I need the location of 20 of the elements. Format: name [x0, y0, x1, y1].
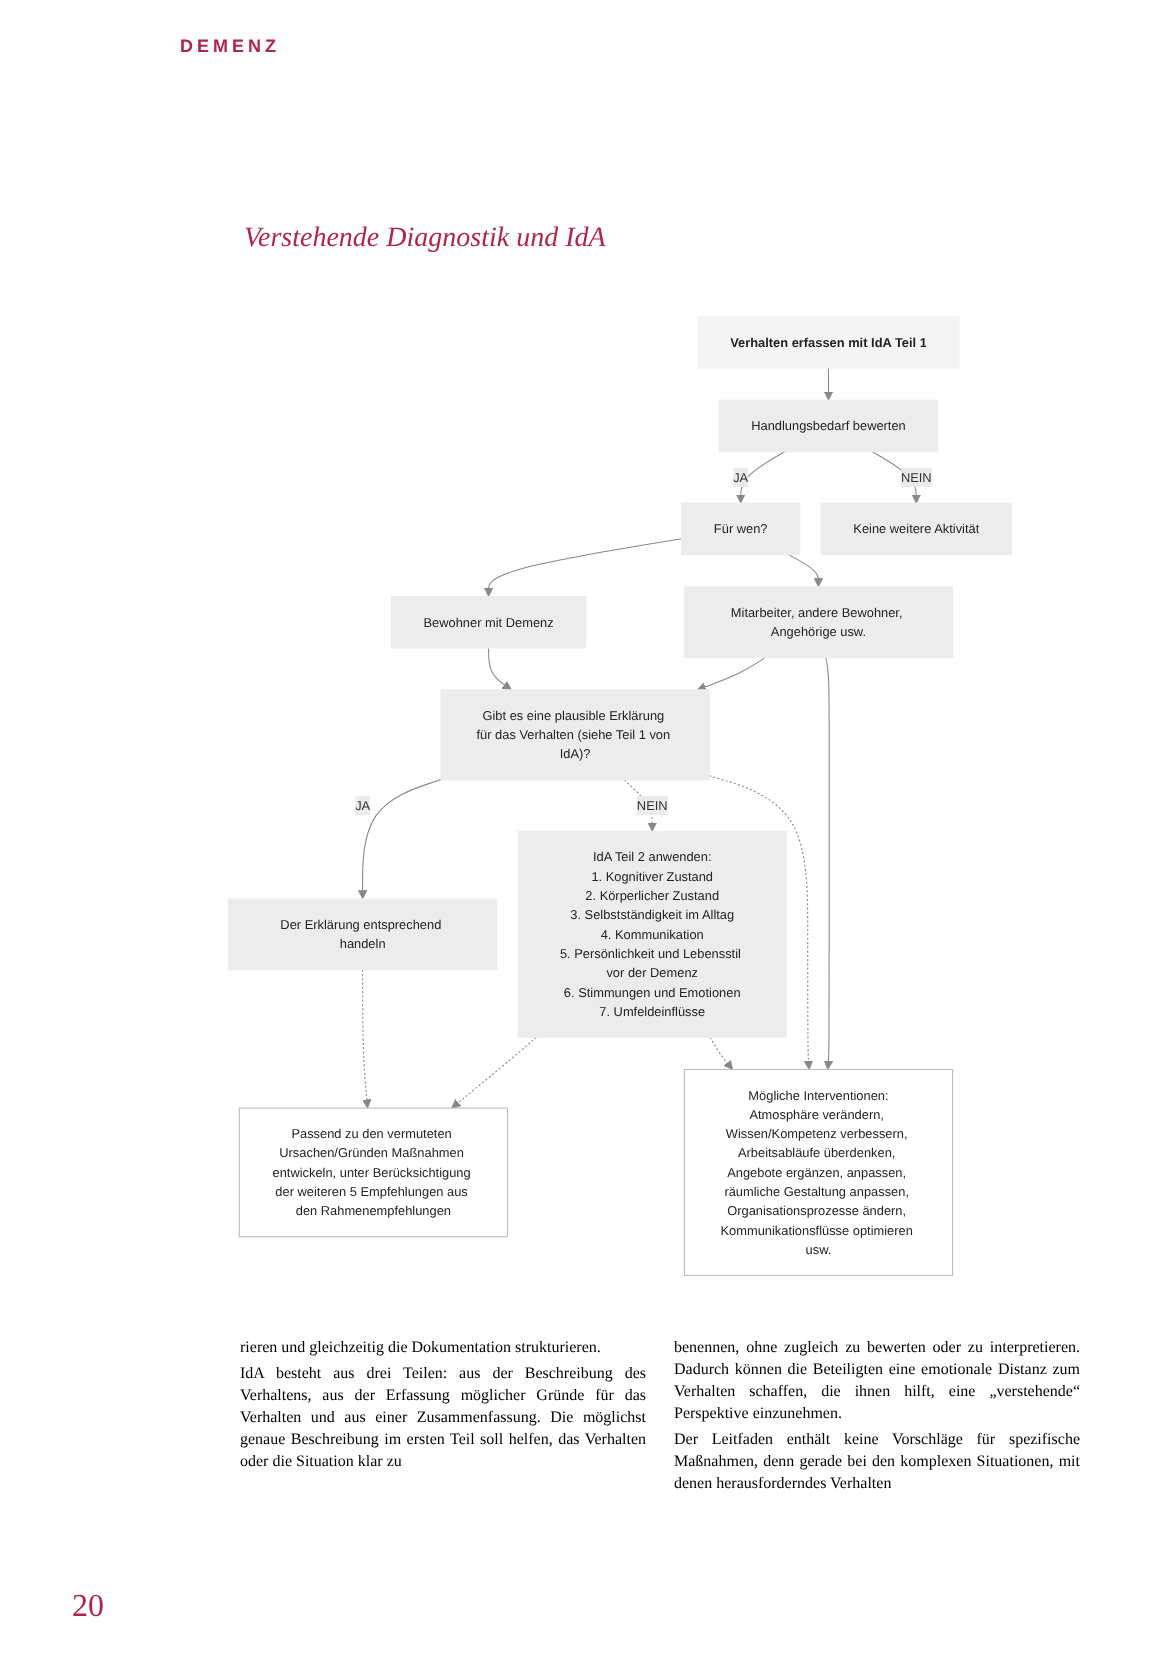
- arrow: [823, 657, 834, 1070]
- body-paragraph: rieren und gleichzeitig die Dokumentation strukturieren.: [240, 1336, 603, 1358]
- diagram-title: Verstehende Diagnostik und IdA: [244, 224, 606, 256]
- arrow: [451, 1036, 537, 1109]
- arrow: [696, 657, 766, 692]
- arrow: [709, 1036, 734, 1070]
- arrow: [823, 367, 834, 401]
- body-paragraph: benennen, ohne zugleich zu bewerten oder zu interpretieren. Dadurch können die Beteiligten eine emotionale Distanz zum Verhalten schaffen, die ihnen hilft, eine „verstehende“ Perspektive einzunehmen.: [674, 1336, 1080, 1424]
- arrow: [357, 779, 442, 900]
- arrow: [362, 969, 372, 1109]
- body-paragraph: IdA besteht aus drei Teilen: aus der Beschreibung des Verhaltens, aus der Erfassung möglicher Gründe für das Verhalten und aus einer Zusammenfassung. Die möglichst genaue Beschreibung im ersten Teil soll helfen, das Verhalten oder die Situation klar zu: [240, 1362, 646, 1472]
- arrow: [488, 647, 512, 691]
- arrow: [483, 538, 683, 597]
- arrow: [736, 451, 786, 504]
- section-header: DEMENZ: [180, 36, 280, 56]
- arrow: [708, 775, 814, 1070]
- arrow: [788, 554, 824, 588]
- arrow: [623, 779, 657, 832]
- page-number: 20: [72, 1590, 104, 1626]
- body-paragraph: Der Leitfaden enthält keine Vorschläge für spezifische Maßnahmen, denn gerade bei den komplexen Situationen, mit denen herausforderndes Verhalten: [674, 1428, 1080, 1494]
